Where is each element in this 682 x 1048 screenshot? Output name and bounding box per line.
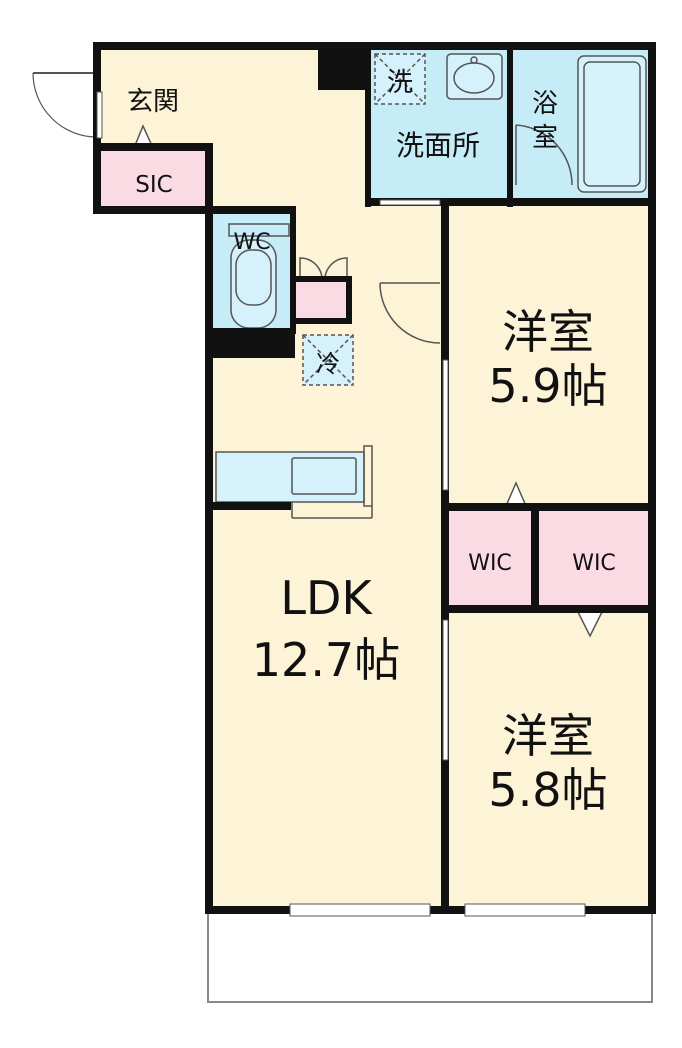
door-swing-icon: [32, 72, 98, 138]
ldk-door-swing-icon: [379, 282, 441, 344]
entrance-label: 玄関: [127, 87, 179, 117]
toilet-label: WC: [233, 230, 270, 255]
bathtub-icon: [577, 55, 647, 193]
washbasin-icon: [446, 53, 503, 100]
washer-pan-icon: [374, 53, 426, 105]
fridge-space-icon: [302, 334, 354, 386]
bedroom-upper-size: 5.9帖: [488, 359, 607, 413]
bedroom-upper-name: 洋室: [502, 305, 594, 359]
openings: [96, 91, 586, 917]
balcony: [207, 909, 653, 1003]
wic-left-floor: [446, 508, 535, 610]
bath-label-line2: 室: [532, 123, 558, 153]
washer-label: 洗: [387, 68, 413, 98]
ldk-name: LDK: [280, 571, 373, 625]
ldk-size: 12.7帖: [252, 633, 400, 687]
room-labels: 玄関 SIC WC 洗 洗面所 浴 室 冷 洋室 5.9帖 WIC WIC LD…: [127, 68, 616, 817]
bath-door-icon: [515, 124, 573, 186]
washroom-label: 洗面所: [396, 129, 480, 162]
bedroom-lower-name: 洋室: [502, 709, 594, 763]
bath-label-line1: 浴: [532, 89, 558, 119]
wic-right-label: WIC: [572, 551, 616, 576]
entrance-floor: [97, 47, 211, 147]
bedroom-upper-floor: [446, 204, 650, 506]
bedroom-lower-floor: [446, 610, 650, 910]
fridge-label: 冷: [316, 350, 340, 378]
ldk-floor: [211, 333, 444, 910]
bedroom-lower-size: 5.8帖: [488, 763, 607, 817]
wic-left-label: WIC: [468, 551, 512, 576]
hall-closet-floor: [296, 282, 350, 318]
kitchen-counter-icon: [215, 445, 373, 519]
shoe-closet-label: SIC: [135, 172, 172, 198]
sic-floor: [97, 150, 210, 212]
wic-right-floor: [539, 508, 650, 610]
